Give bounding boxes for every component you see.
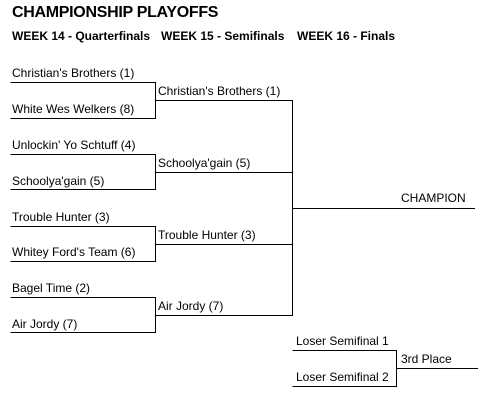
sf-team-1: Christian's Brothers (1) [158, 84, 280, 98]
qf-team-8: Air Jordy (7) [12, 317, 77, 331]
loser-semifinal-2: Loser Semifinal 2 [296, 370, 389, 384]
third-place-label: 3rd Place [401, 352, 452, 366]
loser-semifinal-1: Loser Semifinal 1 [296, 334, 389, 348]
qf-team-2: White Wes Welkers (8) [12, 102, 134, 116]
qf-team-1: Christian's Brothers (1) [12, 66, 134, 80]
sf-team-2: Schoolya'gain (5) [158, 156, 250, 170]
qf-team-6: Whitey Ford's Team (6) [12, 245, 135, 259]
week-16-header: WEEK 16 - Finals [297, 29, 396, 43]
qf-team-7: Bagel Time (2) [12, 281, 90, 295]
sf-team-4: Air Jordy (7) [158, 299, 223, 313]
qf-team-3: Unlockin' Yo Schtuff (4) [12, 138, 135, 152]
sf-team-3: Trouble Hunter (3) [158, 228, 256, 242]
qf-team-5: Trouble Hunter (3) [12, 210, 110, 224]
qf-team-4: Schoolya'gain (5) [12, 174, 104, 188]
week-15-header: WEEK 15 - Semifinals [161, 29, 285, 43]
week-14-header: WEEK 14 - Quarterfinals [12, 29, 151, 43]
champion-label: CHAMPION [401, 191, 466, 205]
bracket-lines [10, 82, 478, 387]
page-title: CHAMPIONSHIP PLAYOFFS [12, 4, 219, 21]
